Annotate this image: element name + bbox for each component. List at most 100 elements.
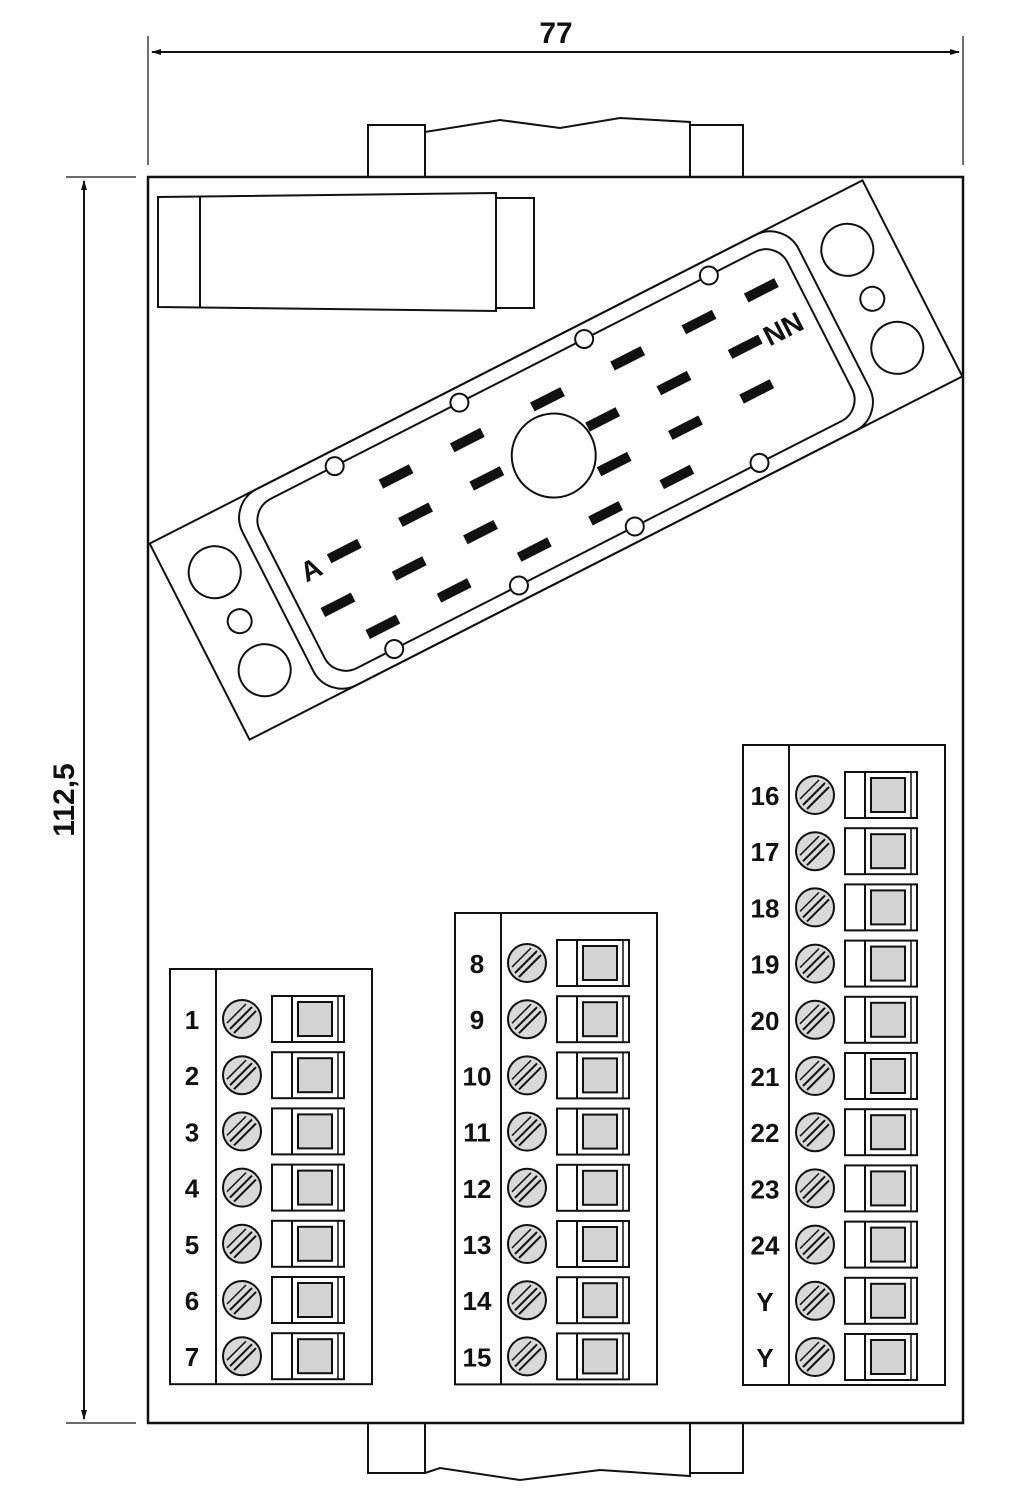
wire-clamp-opening[interactable]	[556, 939, 630, 987]
screw-icon[interactable]	[795, 1168, 835, 1209]
outline-notch	[574, 329, 595, 350]
terminal-number-label: 21	[751, 1062, 780, 1092]
terminal-number-label: 17	[751, 837, 780, 867]
terminal-number-label: 23	[751, 1174, 780, 1204]
screw-icon[interactable]	[507, 1336, 547, 1377]
screw-icon[interactable]	[507, 1224, 547, 1264]
terminal-row: 5	[185, 1219, 345, 1268]
screw-icon[interactable]	[795, 943, 835, 984]
height-label: 112,5	[48, 763, 81, 836]
screw-icon[interactable]	[222, 1111, 262, 1152]
screw-icon[interactable]	[222, 1280, 262, 1320]
connector-pin-slot	[668, 415, 703, 440]
connector-pin-slot	[436, 578, 472, 603]
terminal-number-label: 10	[463, 1061, 492, 1091]
wire-clamp-opening[interactable]	[844, 939, 918, 988]
screw-icon[interactable]	[507, 999, 547, 1040]
wire-clamp-opening[interactable]	[556, 1220, 630, 1268]
outline-notch	[698, 265, 719, 286]
screw-icon[interactable]	[795, 887, 835, 928]
screw-icon[interactable]	[507, 1111, 547, 1152]
wire-clamp-opening[interactable]	[844, 1276, 918, 1325]
connector-pin-slot	[596, 451, 632, 477]
outline-notch	[384, 639, 405, 660]
screw-icon[interactable]	[795, 775, 835, 815]
terminal-number-label: 11	[463, 1118, 491, 1148]
screw-icon[interactable]	[507, 1167, 547, 1208]
screw-icon[interactable]	[795, 999, 835, 1040]
wire-clamp-opening[interactable]	[844, 995, 918, 1044]
wire-clamp-opening[interactable]	[844, 1108, 918, 1157]
wire-clamp-opening[interactable]	[844, 771, 918, 819]
wire-clamp-opening[interactable]	[271, 1107, 345, 1156]
screw-icon[interactable]	[795, 1112, 835, 1153]
connector-pin-slot	[320, 592, 356, 617]
screw-icon[interactable]	[795, 1337, 835, 1377]
mounting-hole	[820, 222, 875, 277]
wire-clamp-opening[interactable]	[556, 1051, 630, 1100]
wire-clamp-opening[interactable]	[556, 1107, 630, 1156]
screw-icon[interactable]	[507, 1280, 547, 1321]
screw-icon[interactable]	[507, 1055, 547, 1096]
screw-icon[interactable]	[222, 1167, 262, 1208]
wire-clamp-opening[interactable]	[271, 1219, 345, 1268]
wire-clamp-opening[interactable]	[271, 1051, 345, 1100]
wire-clamp-opening[interactable]	[556, 1332, 630, 1381]
wire-clamp-opening[interactable]	[844, 883, 918, 932]
terminal-row: 19	[751, 939, 918, 988]
connector-pin-slot	[398, 502, 433, 527]
screw-icon[interactable]	[795, 1280, 835, 1321]
wire-clamp-opening[interactable]	[844, 1333, 918, 1381]
din-rail-bottom	[367, 1423, 744, 1482]
screw-icon[interactable]	[222, 1055, 262, 1096]
outline-notch	[324, 456, 345, 477]
wire-clamp-opening[interactable]	[844, 1220, 918, 1269]
wire-clamp-opening[interactable]	[844, 1052, 918, 1100]
wire-clamp-opening[interactable]	[271, 1332, 345, 1381]
outline-notch	[508, 575, 529, 596]
screw-icon[interactable]	[795, 1056, 835, 1096]
wire-clamp-opening[interactable]	[556, 1276, 630, 1325]
terminal-number-label: Y	[756, 1343, 773, 1373]
terminal-row: 13	[463, 1220, 630, 1268]
terminal-number-label: Y	[756, 1287, 773, 1317]
mounting-hole	[187, 545, 242, 600]
terminal-number-label: 13	[463, 1230, 492, 1260]
screw-icon[interactable]	[222, 1336, 262, 1377]
connector-pin-slot	[378, 464, 414, 489]
connector-pin-slot	[588, 501, 624, 526]
wire-clamp-opening[interactable]	[271, 1276, 345, 1324]
outline-notch	[749, 452, 770, 473]
wire-clamp-opening[interactable]	[844, 1164, 918, 1213]
wire-clamp-opening[interactable]	[556, 995, 630, 1044]
wire-clamp-opening[interactable]	[271, 995, 345, 1043]
connector-pin-slot	[681, 309, 717, 335]
terminal-number-label: 1	[185, 1005, 199, 1035]
width-label: 77	[539, 17, 572, 50]
wire-clamp-opening[interactable]	[271, 1163, 345, 1212]
din-rail-top	[367, 116, 744, 177]
terminal-number-label: 4	[185, 1174, 200, 1204]
center-screw-hole	[510, 412, 597, 499]
screw-icon[interactable]	[507, 943, 547, 983]
terminal-number-label: 18	[751, 893, 780, 923]
wire-clamp-opening[interactable]	[556, 1163, 630, 1212]
terminal-row: 2	[185, 1051, 345, 1100]
screw-icon[interactable]	[222, 1223, 262, 1264]
terminal-row: 14	[463, 1276, 630, 1325]
screw-icon[interactable]	[795, 1224, 835, 1265]
terminal-row: Y	[756, 1333, 918, 1381]
terminal-row: 20	[751, 995, 918, 1044]
wire-clamp-opening[interactable]	[844, 827, 918, 876]
screw-icon[interactable]	[795, 831, 835, 872]
terminal-row: 1	[185, 995, 345, 1043]
terminal-number-label: 9	[470, 1005, 484, 1035]
screw-icon[interactable]	[222, 999, 262, 1039]
terminal-number-label: 3	[185, 1117, 199, 1147]
terminal-row: 18	[751, 883, 918, 932]
fuse-holder	[157, 191, 535, 313]
mounting-hole	[870, 320, 925, 375]
coding-pin	[226, 608, 253, 635]
